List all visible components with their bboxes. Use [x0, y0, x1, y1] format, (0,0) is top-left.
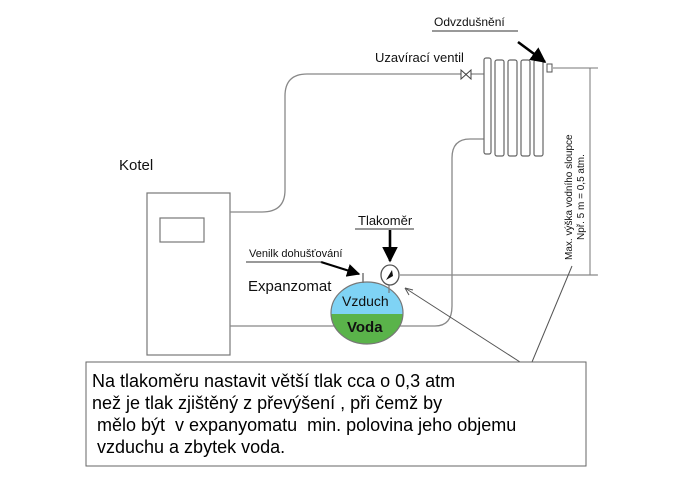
boiler-body [146, 192, 231, 356]
note-line-4: vzduchu a zbytek voda. [92, 437, 286, 457]
return-pipe [230, 138, 484, 327]
arrow-to-fill-valve [320, 260, 361, 277]
label-max-height-line2: Npř. 5 m = 0,5 atm. [576, 154, 587, 240]
label-ventil-dohustovani: Venilk dohušťování [249, 248, 342, 260]
shutoff-valve-icon [460, 68, 472, 81]
pressure-gauge-icon [380, 264, 400, 293]
boiler [146, 192, 231, 356]
note-pointer-arrowhead [404, 287, 414, 296]
note-line-2: než je tlak zjištěný z převýšení , při č… [92, 393, 443, 413]
label-expanzomat: Expanzomat [248, 278, 332, 295]
arrow-to-vent [517, 40, 547, 64]
radiator [483, 57, 553, 157]
note-line-1: Na tlakoměru nastavit větší tlak cca o 0… [92, 371, 456, 391]
label-tlakomer: Tlakoměr [358, 213, 413, 228]
air-vent-icon [546, 63, 553, 73]
note-line-3: mělo být v expanyomatu min. polovina jeh… [92, 415, 517, 435]
supply-pipe [230, 73, 484, 213]
note-pointer-lines [404, 265, 573, 363]
label-voda: Voda [347, 319, 383, 336]
label-vzduch: Vzduch [342, 293, 389, 309]
note-box [85, 361, 587, 467]
label-odvzdusneni: Odvzdušnění [434, 15, 505, 29]
label-max-height-line1: Max. výška vodního sloupce [564, 134, 575, 260]
boiler-display [159, 217, 205, 243]
label-uzaviraci-ventil: Uzavírací ventil [375, 50, 464, 65]
label-kotel: Kotel [119, 157, 153, 174]
